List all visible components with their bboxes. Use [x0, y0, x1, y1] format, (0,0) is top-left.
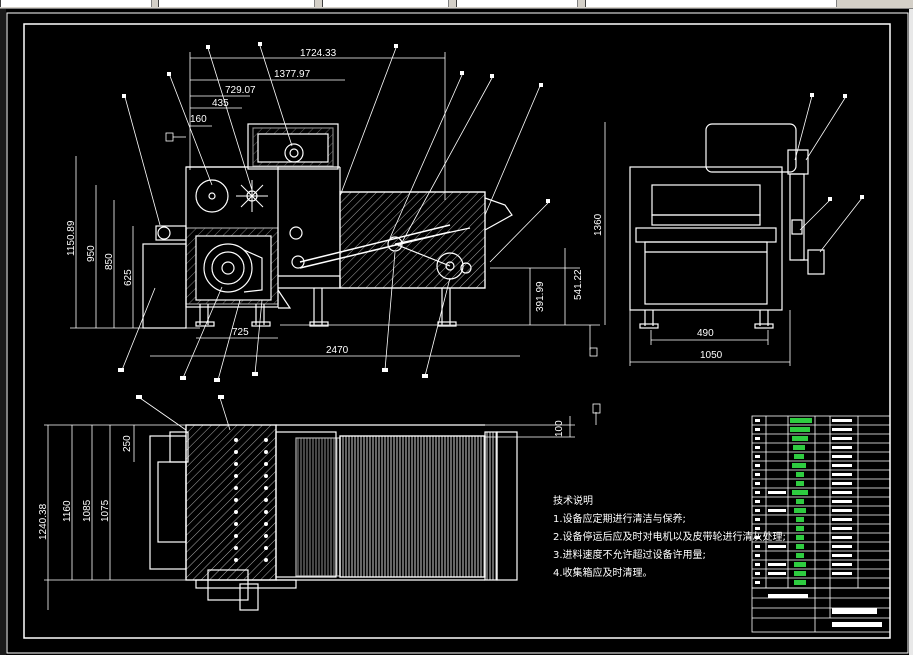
front-view — [142, 123, 513, 329]
front-dimension-lines — [70, 52, 606, 357]
inner-frame — [23, 23, 891, 639]
dim-1150: 1150.89 — [66, 220, 77, 256]
dim-1377: 1377.97 — [274, 69, 311, 80]
dim-435: 435 — [212, 98, 229, 109]
dim-541: 541.22 — [573, 269, 584, 300]
parts-list-green-entries — [790, 418, 812, 585]
dim-1360: 1360 — [593, 213, 604, 236]
toolbar-field-2[interactable] — [158, 0, 315, 7]
toolbar-field-4[interactable] — [456, 0, 578, 7]
dim-1075: 1075 — [100, 499, 111, 522]
dim-490: 490 — [697, 328, 714, 339]
dim-100: 100 — [554, 420, 565, 437]
side-dimension-lines — [629, 310, 791, 366]
dim-850: 850 — [104, 253, 115, 270]
dim-250: 250 — [122, 435, 133, 452]
note-item-3: 3.进料速度不允许超过设备许用量; — [553, 550, 706, 561]
note-item-4: 4.收集箱应及时清理。 — [553, 568, 653, 579]
dim-725: 725 — [232, 327, 249, 338]
note-item-2: 2.设备停运后应及时对电机以及皮带轮进行清灰处理; — [553, 532, 786, 543]
top-dimension-lines — [44, 397, 601, 610]
leader-lines — [121, 45, 863, 381]
technical-notes: 技术说明 1.设备应定期进行清洁与保养; 2.设备停运后应及时对电机以及皮带轮进… — [553, 493, 786, 583]
toolbar-field-3[interactable] — [322, 0, 449, 7]
dim-1050: 1050 — [700, 350, 723, 361]
top-view — [149, 424, 518, 611]
dim-729: 729.07 — [225, 85, 256, 96]
toolbar-field-5[interactable] — [585, 0, 837, 7]
notes-title: 技术说明 — [553, 496, 593, 507]
outer-frame — [6, 12, 909, 654]
dim-1160: 1160 — [62, 500, 73, 522]
part-balloon-marks — [118, 42, 864, 399]
dim-1724: 1724.33 — [300, 48, 337, 59]
dim-1240: 1240.38 — [38, 503, 49, 540]
dim-2470: 2470 — [326, 345, 349, 356]
toolbar-field-1[interactable] — [0, 0, 152, 7]
dim-391: 391.99 — [535, 281, 546, 312]
side-view — [629, 123, 825, 329]
scrollbar[interactable] — [909, 9, 913, 655]
dim-625: 625 — [123, 269, 134, 286]
top-toolbar — [0, 0, 913, 9]
dim-160: 160 — [190, 114, 207, 125]
parts-list-small-text — [755, 419, 882, 627]
dim-950: 950 — [86, 245, 97, 262]
dim-1085: 1085 — [82, 499, 93, 522]
top-view-leader-dots — [234, 438, 268, 562]
note-item-1: 1.设备应定期进行清洁与保养; — [553, 514, 686, 525]
left-edge-strip — [0, 9, 6, 655]
